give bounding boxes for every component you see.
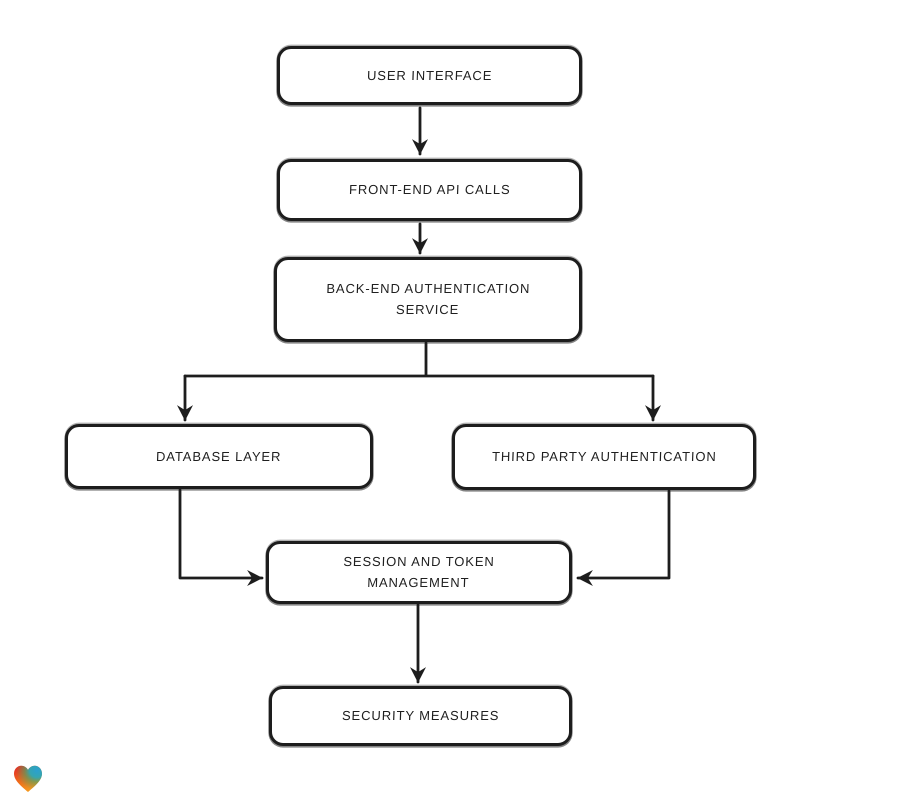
edge-third-party-auth-to-session-token: [576, 489, 671, 587]
node-session-and-token-management-label: SESSION AND TOKEN MANAGEMENT: [343, 554, 496, 591]
node-session-and-token-management: SESSION AND TOKEN MANAGEMENT: [266, 541, 572, 604]
node-backend-authentication-service: BACK-END AUTHENTICATION SERVICE: [274, 257, 582, 342]
edge-backend-auth-branch-trunk: [183, 341, 655, 378]
edge-database-layer-to-session-token: [178, 488, 264, 587]
node-user-interface-label: USER INTERFACE: [366, 67, 493, 83]
node-database-layer: DATABASE LAYER: [65, 424, 373, 489]
node-frontend-api-calls-label: FRONT-END API CALLS: [348, 182, 511, 198]
node-security-measures-label: SECURITY MEASURES: [341, 708, 500, 724]
node-security-measures: SECURITY MEASURES: [269, 686, 572, 746]
node-third-party-authentication: THIRD PARTY AUTHENTICATION: [452, 424, 756, 490]
node-user-interface: USER INTERFACE: [277, 46, 582, 105]
node-third-party-authentication-label: THIRD PARTY AUTHENTICATION: [491, 449, 717, 465]
node-frontend-api-calls: FRONT-END API CALLS: [277, 159, 582, 221]
node-backend-authentication-service-label: BACK-END AUTHENTICATION SERVICE: [326, 281, 531, 318]
gradient-heart-logo: [14, 765, 42, 792]
node-database-layer-label: DATABASE LAYER: [156, 448, 282, 464]
